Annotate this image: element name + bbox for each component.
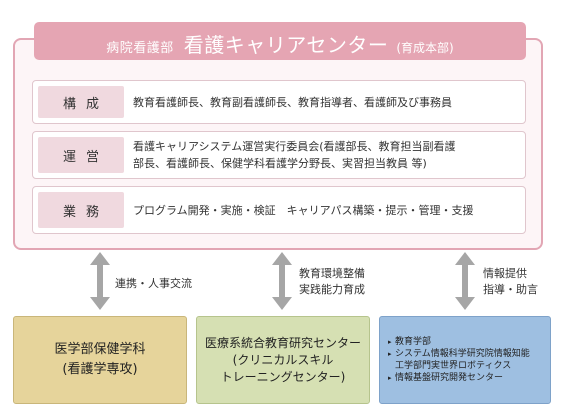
dept-name: 病院看護部 [106, 41, 174, 56]
list-item: システム情報科学研究院情報知能 工学部門実世界ロボティクス [388, 348, 530, 372]
row-label-duties: 業務 [38, 192, 124, 228]
partner-list: 教育学部 システム情報科学研究院情報知能 工学部門実世界ロボティクス 情報基盤研… [380, 336, 530, 384]
row-desc-duties: プログラム開発・実施・検証 キャリアパス構築・提示・管理・支援 [133, 203, 474, 217]
row-operation: 運営 看護キャリアシステム運営実行委員会(看護部長、教育担当副看護 部長、看護師… [32, 131, 526, 179]
box-health-sciences: 医学部保健学科 (看護学専攻) [13, 316, 187, 404]
row-desc-operation: 看護キャリアシステム運営実行委員会(看護部長、教育担当副看護 部長、看護師長、保… [133, 132, 517, 178]
row-label-composition: 構成 [38, 86, 124, 118]
row-label-operation: 運営 [38, 137, 124, 173]
link-label-right: 情報提供 指導・助言 [483, 267, 538, 296]
double-arrow-icon [272, 252, 292, 310]
row-composition: 構成 教育看護師長、教育副看護師長、教育指導者、看護師及び事務員 [32, 80, 526, 124]
double-arrow-icon [90, 252, 110, 310]
row-desc-operation-line1: 看護キャリアシステム運営実行委員会(看護部長、教育担当副看護 [133, 140, 456, 153]
box-integrated-education-center: 医療系統合教育研究センター (クリニカルスキル トレーニングセンター) [196, 316, 370, 404]
center-name: 看護キャリアセンター [183, 33, 389, 57]
center-note: (育成本部) [396, 41, 454, 55]
row-desc-operation-line2: 部長、看護師長、保健学科看護学分野長、実習担当教員 等) [133, 157, 427, 170]
row-duties: 業務 プログラム開発・実施・検証 キャリアパス構築・提示・管理・支援 [32, 186, 526, 234]
row-desc-composition: 教育看護師長、教育副看護師長、教育指導者、看護師及び事務員 [133, 95, 452, 109]
center-title-bar: 病院看護部 看護キャリアセンター (育成本部) [34, 22, 526, 60]
link-label-middle: 教育環境整備 実践能力育成 [299, 267, 365, 296]
link-label-left: 連携・人事交流 [115, 277, 192, 290]
list-item: 情報基盤研究開発センター [388, 372, 530, 384]
list-item: 教育学部 [388, 336, 530, 348]
double-arrow-icon [455, 252, 475, 310]
box-partner-departments: 教育学部 システム情報科学研究院情報知能 工学部門実世界ロボティクス 情報基盤研… [379, 316, 551, 404]
